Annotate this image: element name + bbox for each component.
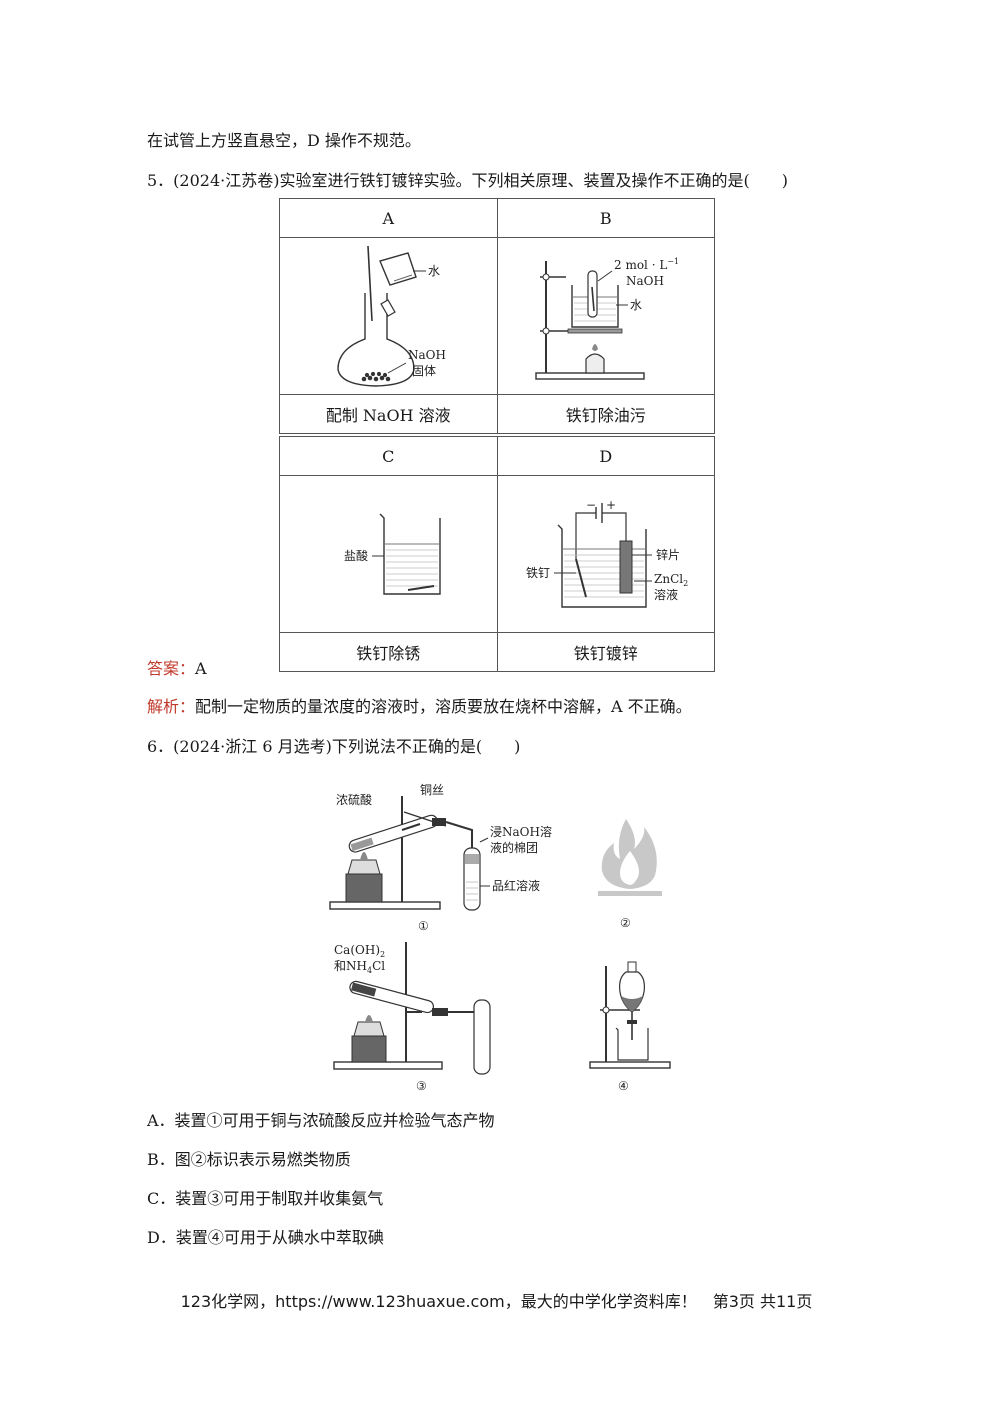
label-concentration: 2 mol · L−1 [614,257,679,272]
q6-option-d: D．装置④可用于从碘水中萃取碘 [147,1228,384,1247]
q5-cell-b-diagram: 2 mol · L−1 NaOH 水 [496,237,715,395]
q6-stem: 6．(2024·浙江 6 月选考)下列说法不正确的是( ) [147,737,521,756]
flame-icon [601,819,657,889]
label-naoh-b: NaOH [626,274,664,288]
label-minus: − [586,498,596,512]
label-copper-wire: 铜丝 [420,782,444,797]
label-zinc-plate: 锌片 [656,548,680,562]
label-fig-4: ④ [618,1079,629,1093]
electroplating-diagram: − + 锌片 [526,498,688,608]
page-footer: 123化学网，https://www.123huaxue.com，最大的中学化学… [180,1292,813,1311]
label-iron-nail: 铁钉 [526,566,550,580]
label-water-b: 水 [630,298,642,312]
label-fig-3: ③ [416,1079,427,1093]
label-ammonium-chloride: 和NH4Cl [334,959,385,975]
figure-3-ammonia-apparatus: Ca(OH)2 和NH4Cl ③ [333,942,491,1093]
volumetric-flask-diagram: 水 NaOH 固体 [337,245,446,387]
label-solution: 溶液 [654,587,678,602]
analysis-label: 解析： [147,697,196,716]
q5-header-d: D [496,436,715,476]
label-calcium-hydroxide: Ca(OH)2 [334,943,385,959]
answer-label: 答案： [147,659,196,678]
label-plus: + [606,498,616,512]
q6-option-b: B．图②标识表示易燃类物质 [147,1150,351,1169]
analysis-text: 配制一定物质的量浓度的溶液时，溶质要放在烧杯中溶解，A 不正确。 [195,697,692,716]
label-water: 水 [428,264,440,278]
q5-cell-c-diagram: 盐酸 [279,475,498,633]
rust-removal-beaker-diagram: 盐酸 [344,513,441,595]
label-fig-2: ② [620,916,631,930]
label-naoh-cotton-1: 浸NaOH溶 [490,824,552,839]
q6-option-c: C．装置③可用于制取并收集氨气 [147,1189,384,1208]
label-fig-1: ① [418,919,429,933]
q5-cell-d-diagram: − + 锌片 [496,475,715,633]
intro-line: 在试管上方竖直悬空，D 操作不规范。 [147,131,421,150]
q5-header-b: B [496,198,715,238]
q5-options-table: A B 水 [279,198,715,672]
q5-cell-a-diagram: 水 NaOH 固体 [279,237,498,395]
figure-1-copper-sulfuric-apparatus: 浓硫酸 铜丝 浸NaOH溶 液的棉团 品红溶液 ① [329,782,552,933]
label-naoh-cotton-2: 液的棉团 [490,840,538,855]
figure-4-separatory-funnel: ④ [589,961,671,1093]
label-conc-sulfuric-acid: 浓硫酸 [336,792,372,807]
q5-header-c: C [279,436,498,476]
q6-option-a: A．装置①可用于铜与浓硫酸反应并检验气态产物 [147,1111,495,1130]
label-hydrochloric-acid: 盐酸 [344,548,368,563]
degreasing-apparatus-diagram: 2 mol · L−1 NaOH 水 [535,257,679,380]
q5-caption-a: 配制 NaOH 溶液 [279,394,498,434]
q5-caption-c: 铁钉除锈 [279,632,498,672]
q5-caption-d: 铁钉镀锌 [496,632,715,672]
q5-caption-b: 铁钉除油污 [496,394,715,434]
q5-header-a: A [279,198,498,238]
q5-stem: 5．(2024·江苏卷)实验室进行铁钉镀锌实验。下列相关原理、装置及操作不正确的… [147,171,788,190]
figure-2-flammable-sign: ② [598,819,662,930]
label-solid: 固体 [412,364,436,378]
q5-answer: 答案：A [147,658,207,680]
answer-value: A [195,659,207,678]
label-naoh: NaOH [408,348,446,362]
q5-analysis: 解析：配制一定物质的量浓度的溶液时，溶质要放在烧杯中溶解，A 不正确。 [147,696,692,718]
label-magenta-solution: 品红溶液 [492,878,540,893]
label-zncl2: ZnCl2 [654,572,688,588]
